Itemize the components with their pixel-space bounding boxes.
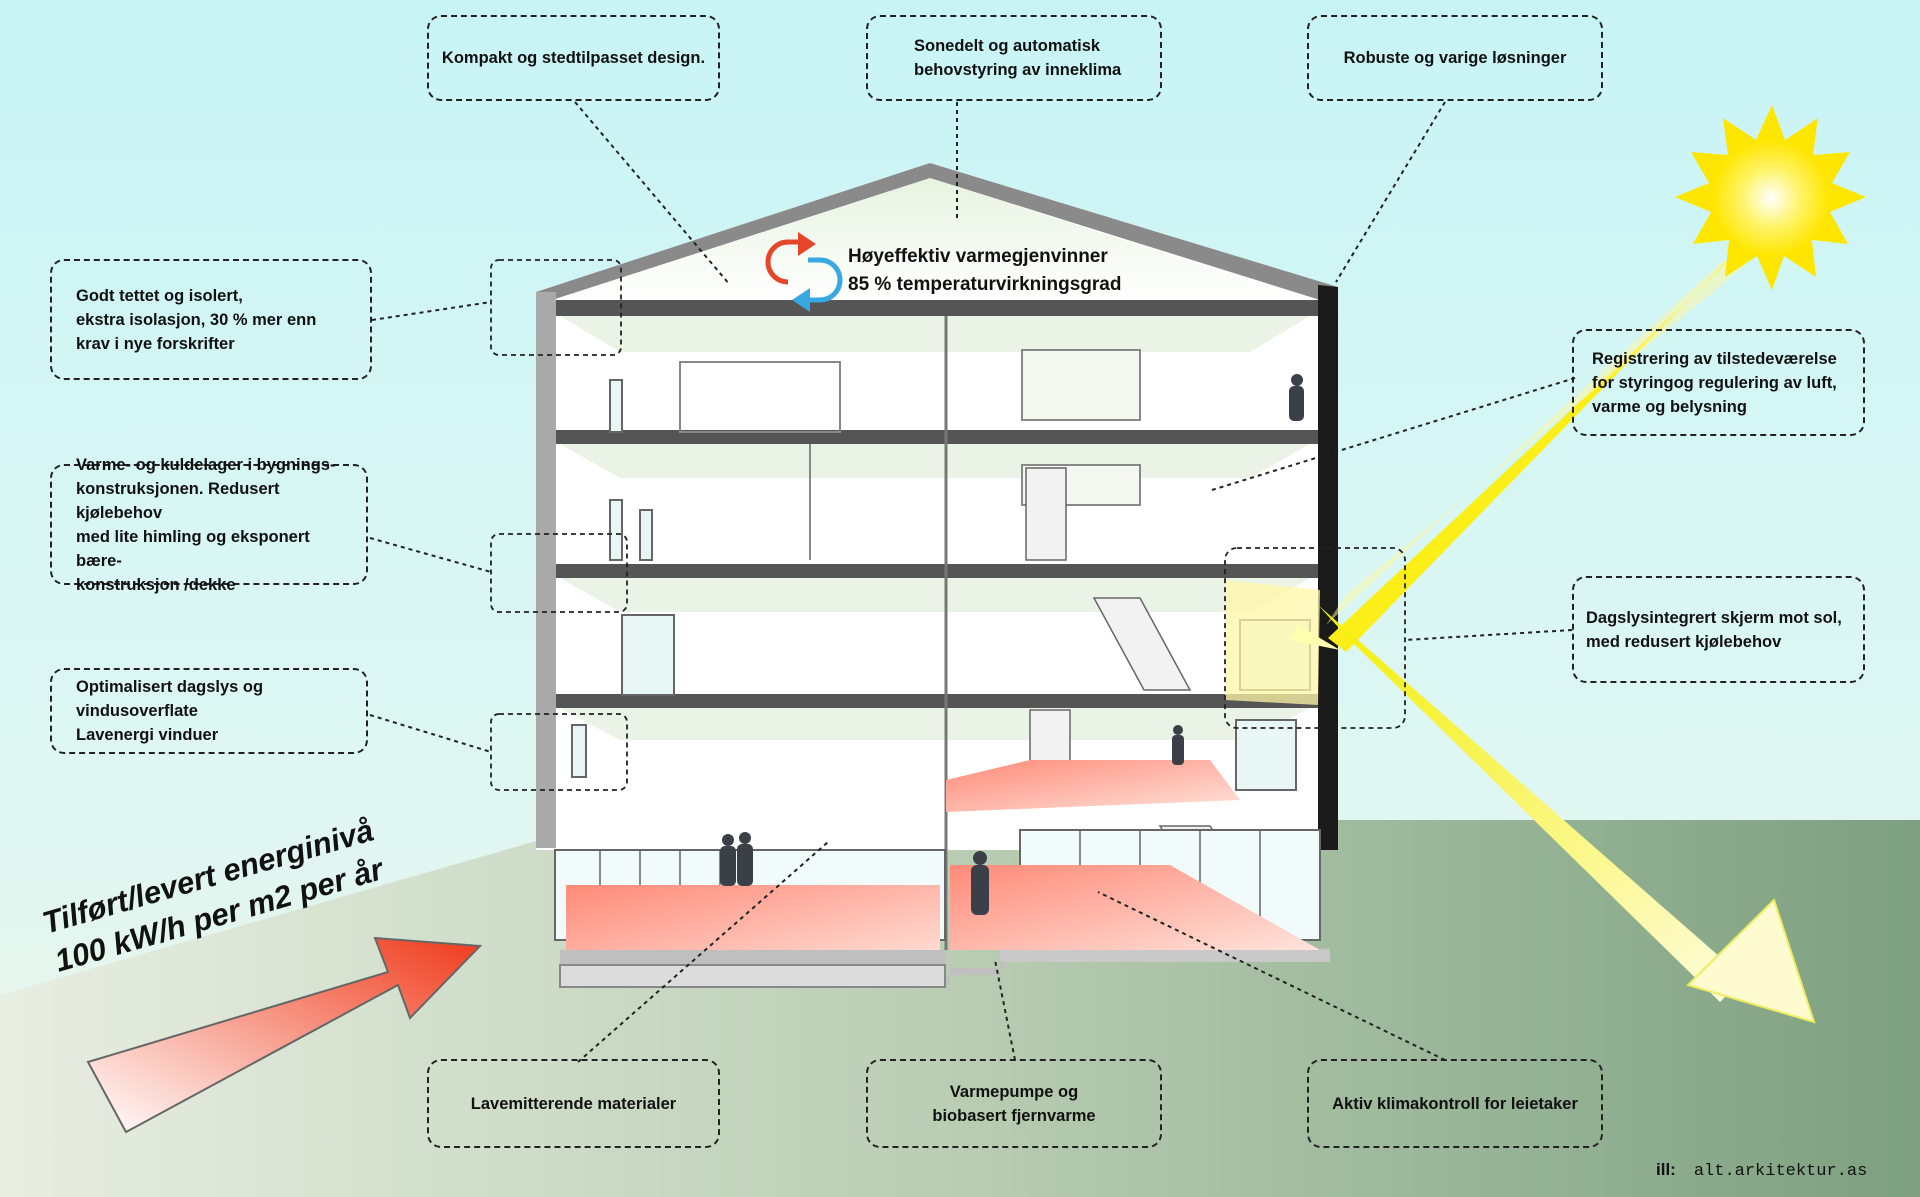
credit-url: alt.arkitektur.as (1693, 1162, 1868, 1181)
energy-input-arrow (86, 936, 483, 1134)
callout-text: Sonedelt og automatisk behovstyring av i… (914, 37, 1122, 79)
facade-highlights (490, 259, 1406, 791)
callout-bottom-right: Aktiv klimakontroll for leietaker (1307, 1059, 1603, 1148)
callout-top-left: Kompakt og stedtilpasset design. (427, 15, 720, 101)
callout-text: Varmepumpe og biobasert fjernvarme (932, 1082, 1096, 1125)
illustration-credit: ill: alt.arkitektur.as (1656, 1160, 1867, 1181)
callout-left-1: Godt tettet og isolert, ekstra isolasjon… (50, 259, 372, 380)
callout-top-right: Robuste og varige løsninger (1307, 15, 1603, 101)
callout-bottom-center: Varmepumpe og biobasert fjernvarme (866, 1059, 1162, 1148)
callout-text: Lavemitterende materialer (470, 1094, 677, 1113)
callout-text: Kompakt og stedtilpasset design. (441, 49, 706, 67)
callout-left-2: Varme- og kuldelager i bygnings- konstru… (50, 456, 368, 594)
callout-text: Dagslysintegrert skjerm mot sol, med red… (1586, 608, 1842, 651)
callout-left-3: Optimalisert dagslys og vindusoverflate … (50, 668, 368, 754)
callout-text: Godt tettet og isolert, ekstra isolasjon… (76, 286, 317, 353)
heat-recovery-label: Høyeffektiv varmegjenvinner 85 % tempera… (848, 246, 1122, 295)
callout-top-center: Sonedelt og automatisk behovstyring av i… (866, 15, 1162, 101)
callout-text: Registrering av tilstedeværelse for styr… (1592, 349, 1837, 416)
heat-recovery-icon (765, 232, 843, 312)
house-section (536, 163, 1338, 988)
credit-prefix: ill: (1656, 1160, 1676, 1179)
callout-right-2: Dagslysintegrert skjerm mot sol, med red… (1572, 576, 1865, 683)
callout-text: Robuste og varige løsninger (1343, 49, 1567, 67)
sun-icon (1675, 105, 1866, 290)
callout-text: Varme- og kuldelager i bygnings- konstru… (76, 455, 336, 594)
leader-lines (369, 101, 1576, 1063)
callout-bottom-left: Lavemitterende materialer (427, 1059, 720, 1148)
callout-right-1: Registrering av tilstedeværelse for styr… (1572, 329, 1865, 436)
ground (0, 820, 1920, 1197)
callout-text: Optimalisert dagslys og vindusoverflate … (76, 678, 264, 744)
callout-text: Aktiv klimakontroll for leietaker (1332, 1094, 1578, 1113)
